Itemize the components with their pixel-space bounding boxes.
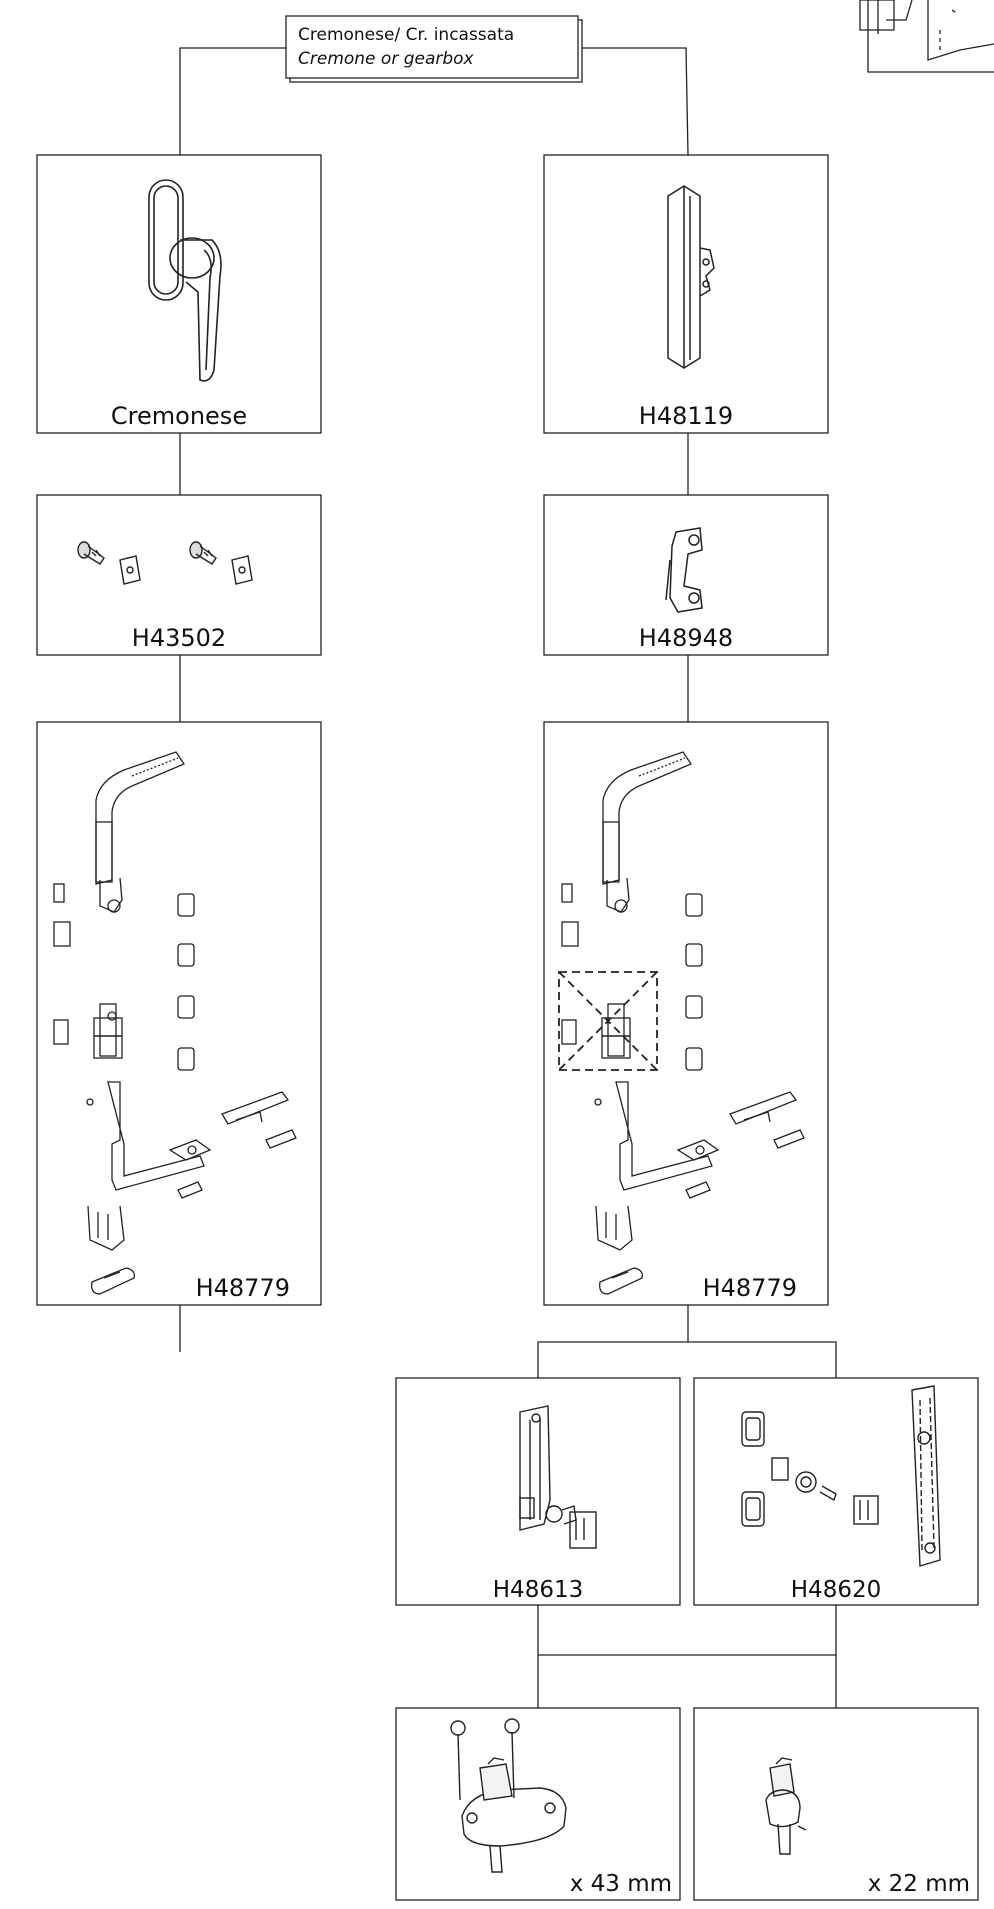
header-line-1: Cremonese/ Cr. incassata — [298, 25, 514, 45]
box-h43502: H43502 — [37, 495, 321, 655]
window-tilt-icon — [860, 0, 994, 72]
box-h48620-label: H48620 — [791, 1577, 881, 1603]
box-h48948: H48948 — [544, 495, 828, 655]
header-box: Cremonese/ Cr. incassata Cremone or gear… — [286, 16, 582, 82]
box-h48119: H48119 — [544, 155, 828, 433]
box-h48620: H48620 — [694, 1378, 978, 1605]
box-h48779-right: H48779 — [544, 722, 828, 1305]
box-h48948-label: H48948 — [639, 624, 733, 652]
box-h48779-right-label: H48779 — [703, 1274, 797, 1302]
box-h48779-left: H48779 — [37, 722, 321, 1305]
box-cremonese: Cremonese — [37, 155, 321, 433]
header-line-2: Cremone or gearbox — [298, 49, 475, 69]
box-x22mm-label: x 22 mm — [868, 1871, 970, 1897]
box-x43mm-label: x 43 mm — [570, 1871, 672, 1897]
box-h48613: H48613 — [396, 1378, 680, 1605]
box-x22mm: x 22 mm — [694, 1708, 978, 1900]
box-h48613-label: H48613 — [493, 1577, 583, 1603]
box-h43502-label: H43502 — [132, 624, 226, 652]
box-cremonese-label: Cremonese — [111, 402, 247, 430]
box-x43mm: x 43 mm — [396, 1708, 680, 1900]
box-h48119-label: H48119 — [639, 402, 733, 430]
box-h48779-left-label: H48779 — [196, 1274, 290, 1302]
